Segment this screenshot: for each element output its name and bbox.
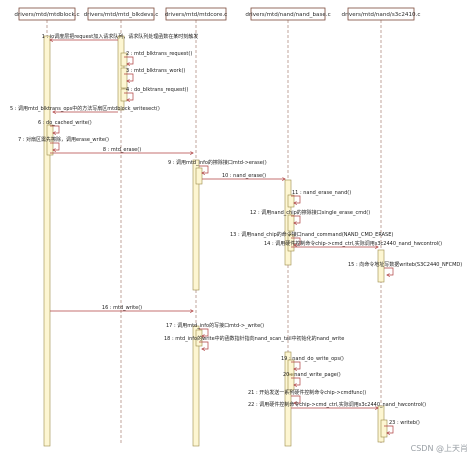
message-8: 8 : mtd_erase() (50, 147, 193, 153)
participant-p3: drivers/mtd/mtdcore.c (165, 7, 228, 21)
message-label: 9 : 调用mtd_info的擦除接口mtd->erase() (168, 159, 267, 166)
message-arrow (384, 425, 394, 433)
activation-bar (46, 124, 54, 156)
participant-label: drivers/mtd/nand/nand_base.c (245, 12, 330, 18)
message-arrow (291, 361, 301, 369)
message-arrow (291, 395, 301, 403)
message-label: 3 : mtd_blktrans_work() (126, 68, 185, 74)
participant-headers: drivers/mtd/mtdblock.c drivers/mtd/mtd_bl… (14, 7, 421, 21)
message-label: 12 : 调用nand_chip的擦除接口single_erase_cmd() (250, 209, 370, 216)
message-label: 23 : writeb() (389, 420, 420, 426)
messages: 1 : io调度层把request加入请求队列，请求队列处理函数在某时刻触发 2 … (10, 33, 462, 433)
message-16: 16 : mtd_write() (50, 305, 193, 311)
activation-bar (287, 214, 295, 232)
message-label: 8 : mtd_erase() (103, 147, 141, 153)
message-arrow (199, 165, 209, 173)
participant-p2: drivers/mtd/mtd_blkdevs.c (84, 7, 159, 21)
message-arrow (291, 215, 301, 223)
message-3: 3 : mtd_blktrans_work() (124, 68, 185, 81)
message-13: 13 : 调用nand_chip的命令接口nand_command(NAND_C… (230, 231, 393, 245)
message-20: 20 : nand_write_page() (283, 372, 341, 385)
participant-p5: drivers/mtd/nand/s3c2410.c (342, 7, 421, 21)
message-arrow (124, 73, 134, 81)
message-15: 15 : 向命令地址写数据writeb(S3C2440_NFCMD) (348, 261, 462, 275)
message-label: 15 : 向命令地址写数据writeb(S3C2440_NFCMD) (348, 261, 462, 268)
message-label: 10 : nand_erase() (222, 173, 266, 179)
message-label: 14 : 调用硬件控制命令chip->cmd_ctrl,实际调用s3c2440_… (264, 240, 442, 247)
message-11: 11 : nand_erase_nand() (291, 190, 351, 203)
activation-bars (43, 35, 388, 447)
message-label: 2 : mtd_blktrans_request() (126, 51, 192, 57)
message-9: 9 : 调用mtd_info的擦除接口mtd->erase() (168, 159, 267, 173)
activation-bar (287, 234, 295, 252)
participant-label: drivers/mtd/nand/s3c2410.c (342, 12, 421, 18)
message-arrow (124, 92, 134, 100)
message-label: 7 : 对扇区需先擦除，调用erase_write() (18, 136, 109, 143)
watermark: CSDN @上天肖 (411, 443, 468, 453)
message-arrow (291, 377, 301, 385)
message-arrow (291, 237, 301, 245)
message-19: 19 : nand_do_write_ops() (281, 356, 344, 369)
message-14: 14 : 调用硬件控制命令chip->cmd_ctrl,实际调用s3c2440_… (264, 240, 442, 247)
activation-bar (195, 329, 203, 347)
participant-label: drivers/mtd/mtdcore.c (165, 12, 228, 18)
message-arrow (199, 328, 209, 336)
message-label: 17 : 调用mtd_info的写接口mtd->_write() (166, 322, 264, 329)
message-arrow (50, 142, 60, 150)
message-1: 1 : io调度层把request加入请求队列，请求队列处理函数在某时刻触发 (42, 33, 199, 40)
message-label: 21 : 开始发送一系列硬件控制命令chip->cmdfunc() (248, 389, 366, 396)
message-4: 4 : do_blktrans_request() (124, 87, 189, 100)
message-17: 17 : 调用mtd_info的写接口mtd->_write() (166, 322, 264, 336)
message-label: 18 : mtd_info的write中的函数指针指向nand_scan_tai… (164, 335, 344, 342)
message-label: 19 : nand_do_write_ops() (281, 356, 344, 362)
activation-bar (284, 351, 292, 447)
activation-bar (287, 374, 295, 391)
message-label: 22 : 调用硬件控制命令chip->cmd_ctrl,实际调用s3c2440_… (248, 401, 426, 408)
message-label: 13 : 调用nand_chip的命令接口nand_command(NAND_C… (230, 231, 393, 238)
participant-label: drivers/mtd/mtd_blkdevs.c (84, 12, 159, 18)
participant-p4: drivers/mtd/nand/nand_base.c (245, 7, 331, 21)
message-label: 6 : do_cached_write() (38, 120, 92, 126)
message-label: 1 : io调度层把request加入请求队列，请求队列处理函数在某时刻触发 (42, 33, 199, 40)
message-7: 7 : 对扇区需先擦除，调用erase_write() (18, 136, 109, 150)
activation-bar (195, 167, 203, 185)
message-12: 12 : 调用nand_chip的擦除接口single_erase_cmd() (250, 209, 370, 223)
participant-label: drivers/mtd/mtdblock.c (14, 12, 79, 18)
activation-bar (120, 67, 128, 89)
message-arrow (384, 267, 394, 275)
message-18: 18 : mtd_info的write中的函数指针指向nand_scan_tai… (164, 335, 344, 349)
message-21: 21 : 开始发送一系列硬件控制命令chip->cmdfunc() (248, 389, 366, 403)
message-label: 11 : nand_erase_nand() (292, 190, 351, 196)
activation-bar (43, 35, 51, 447)
message-23: 23 : writeb() (384, 420, 420, 433)
message-arrow (124, 56, 134, 64)
activation-bar (287, 359, 295, 375)
message-arrow (199, 341, 209, 349)
activation-bar (192, 159, 200, 291)
message-label: 16 : mtd_write() (102, 305, 142, 311)
activation-bar (377, 249, 385, 283)
message-label: 4 : do_blktrans_request() (126, 87, 189, 93)
message-label: 20 : nand_write_page() (283, 372, 341, 378)
message-22: 22 : 调用硬件控制命令chip->cmd_ctrl,实际调用s3c2440_… (248, 401, 426, 408)
participant-p1: drivers/mtd/mtdblock.c (14, 7, 80, 21)
message-5: 5 : 调用mtd_blktrans_ops中的方法写扇区mtdblock_wr… (10, 105, 160, 112)
message-label: 5 : 调用mtd_blktrans_ops中的方法写扇区mtdblock_wr… (10, 105, 160, 112)
message-arrow (291, 195, 301, 203)
message-6: 6 : do_cached_write() (38, 120, 92, 133)
message-arrow (50, 125, 60, 133)
message-2: 2 : mtd_blktrans_request() (124, 51, 192, 64)
activation-bar (287, 194, 295, 208)
message-10: 10 : nand_erase() (202, 173, 285, 179)
activation-bar (120, 52, 128, 67)
activation-bar (192, 325, 200, 447)
activation-bar (380, 419, 388, 438)
activation-bar (120, 88, 128, 102)
